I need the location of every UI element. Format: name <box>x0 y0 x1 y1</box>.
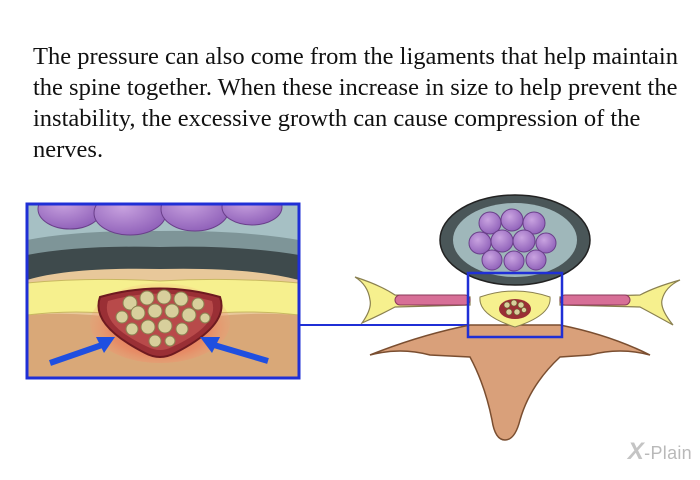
vertebra <box>354 194 681 441</box>
nerve-bundle <box>115 289 211 348</box>
zoom-inset <box>25 202 301 380</box>
caption-text: The pressure can also come from the liga… <box>33 43 678 163</box>
logo-mark: X <box>627 438 645 465</box>
disc-nucleus <box>37 204 283 236</box>
logo-text: -Plain <box>644 443 692 463</box>
spinous-process <box>369 324 651 441</box>
zoom-frame <box>25 202 301 380</box>
highlight-box <box>466 271 564 339</box>
vertebra-nucleus <box>468 208 557 272</box>
spine-illustration <box>25 194 681 441</box>
compression-arrows <box>49 337 269 366</box>
xplain-logo: X-Plain <box>628 438 692 466</box>
